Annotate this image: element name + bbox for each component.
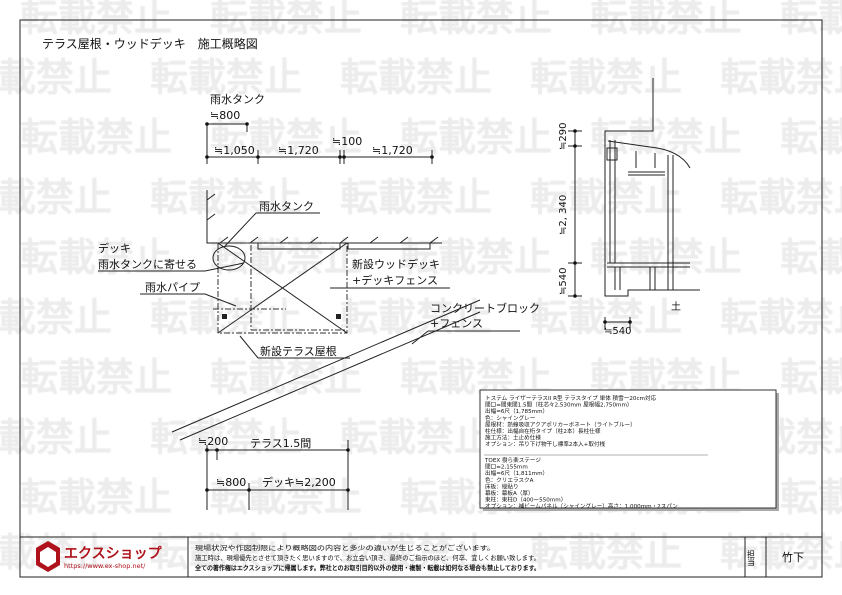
label-deck-fence: +デッキフェンス — [352, 273, 438, 287]
spec-line: 幕板：幕板A（厚） — [485, 489, 534, 497]
footer-note-1: 現場状況や作図制限により概略図の内容と多少の違いが生じることがございます。 — [195, 543, 495, 552]
footer: エクスショップ https://www.ex-shop.net/ 現場状況や作図… — [20, 536, 822, 577]
bottom-dimensions: ≒200 テラス1.5間 ≒800 デッキ≒2,200 — [198, 435, 350, 510]
logo-icon — [36, 541, 60, 572]
logo-text: エクスショップ — [64, 546, 163, 562]
dim-terrace: テラス1.5間 — [250, 437, 311, 450]
spec-line: 床板：縦貼り — [485, 482, 519, 490]
dim-deck: デッキ≒2,200 — [262, 475, 336, 489]
dim-200: ≒200 — [198, 435, 228, 448]
label-new-deck: 新設ウッドデッキ — [352, 257, 440, 271]
spec-box: トステム ライザーテラスII R型 テラスタイプ 単体 積雪ー20cm対応間口=… — [479, 389, 779, 511]
top-dimensions: 雨水タンク ≒800 ≒1,050 ≒1,720 ≒100 ≒1,720 — [205, 93, 434, 164]
footer-note-3: 全ての著作権はエクスショップに帰属します。弊社とのお取引目的以外の使用・複製・転… — [194, 563, 540, 572]
spec-line: TOEX 樹ら楽ステージ — [484, 456, 541, 464]
elevation-view: ≒290 ≒2, 340 ≒540 ≒540 土 — [558, 78, 700, 337]
label-deck-tank: 雨水タンクに寄せる — [98, 257, 197, 271]
spec-line: 間口=2,155mm — [485, 464, 528, 471]
dim-800: ≒800 — [216, 476, 246, 489]
spec-line: 出幅=6尺（1,811mm） — [485, 469, 548, 477]
spec-line: 屋根材：熱線吸収アクアポリカーボネート（ライトブルー） — [485, 420, 636, 428]
elev-dim-540: ≒540 — [558, 268, 569, 295]
elev-dim-width: ≒540 — [604, 326, 631, 337]
label-fence: +フェンス — [430, 317, 483, 330]
spec-line: 施工方法：土止め仕様 — [485, 434, 541, 442]
spec-line: 色：シャイングレー — [485, 414, 536, 422]
logo-url[interactable]: https://www.ex-shop.net/ — [64, 562, 146, 570]
spec-line: 柱仕様：出幅自在桁タイプ（柱2本）長柱仕様 — [485, 427, 601, 435]
sheet-border — [19, 19, 823, 578]
label-rain-pipe: 雨水パイプ — [145, 281, 200, 294]
plan-view: 雨水タンク デッキ 雨水タンクに寄せる 雨水パイプ 新設ウッドデッキ +デッキフ… — [98, 190, 540, 441]
dim-1050: ≒1,050 — [214, 144, 255, 157]
elev-dim-290: ≒290 — [558, 123, 569, 150]
tank-width-dim: ≒800 — [210, 109, 240, 122]
spec-line: オプション：補ビームパネル（シャイングレー）高さ：1,000mm・2スパン — [485, 502, 678, 510]
ground-label: 土 — [671, 300, 681, 313]
label-deck: デッキ — [98, 241, 131, 255]
dim-1720-b: ≒1,720 — [372, 144, 413, 157]
spec-line: 束柱：束柱D（400ー550mm） — [485, 496, 566, 504]
spec-line: 出幅=6尺（1,785mm） — [485, 407, 548, 415]
elev-dim-2340: ≒2, 340 — [558, 195, 569, 235]
spec-line: 色：クリエラスクA — [485, 476, 534, 484]
spec-line: 間口=間束間1.5間（柱芯々2,530mm 屋根幅2,750mm） — [485, 401, 633, 409]
staff-label: 担当 — [747, 549, 756, 567]
dim-100: ≒100 — [332, 135, 362, 148]
dim-1720-a: ≒1,720 — [278, 144, 319, 157]
spec-line: トステム ライザーテラスII R型 テラスタイプ 単体 積雪ー20cm対応 — [485, 394, 657, 402]
tank-dim-label: 雨水タンク — [210, 93, 265, 106]
label-concrete-block: コンクリートブロック — [430, 301, 540, 315]
label-rain-tank: 雨水タンク — [259, 200, 314, 213]
label-new-roof: 新設テラス屋根 — [260, 344, 337, 358]
footer-note-2: 施工時は、現場優先とさせて頂きたく思いますので、お立会い頂き、最終のご指示のほど… — [195, 553, 540, 562]
drawing-title: テラス屋根・ウッドデッキ 施工概略図 — [42, 36, 258, 51]
staff-name: 竹下 — [782, 550, 804, 564]
spec-line: オプション：吊り下げ物干し標準2本入+取付桟 — [485, 440, 606, 448]
